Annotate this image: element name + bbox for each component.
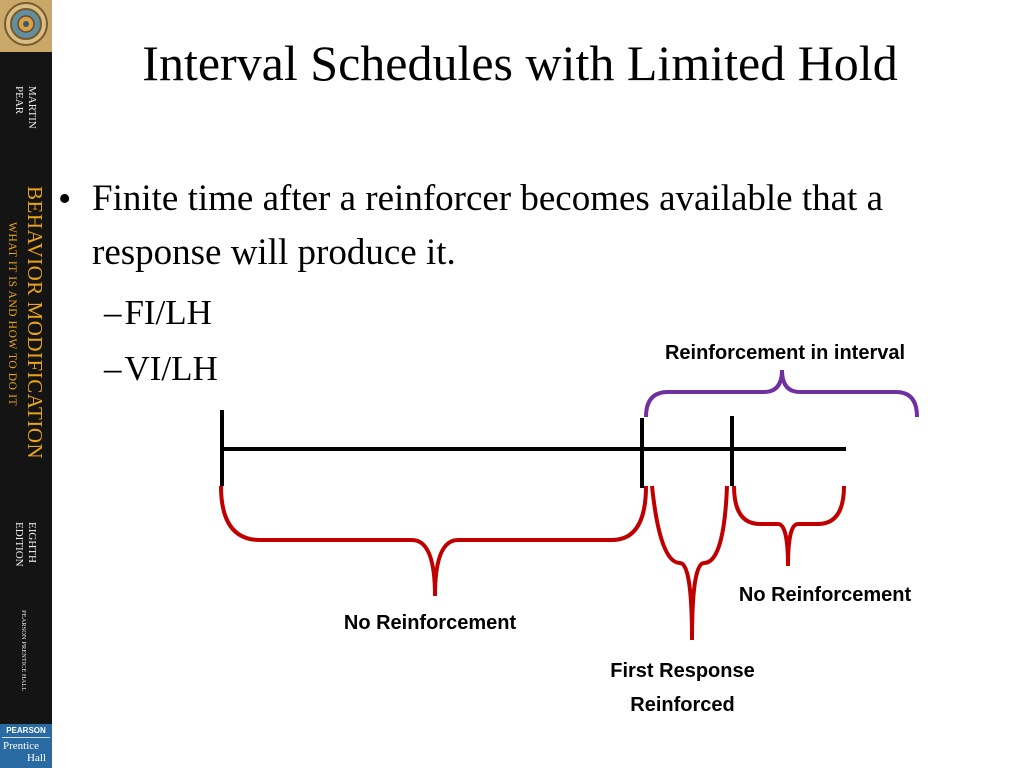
spine-edition: EIGHTH EDITION xyxy=(10,522,38,567)
sub-item-vi-lh: – VI/LH xyxy=(104,348,218,390)
sub-item-label: VI/LH xyxy=(124,349,218,388)
publisher-imprint-2: Hall xyxy=(27,752,46,764)
bullet-text: Finite time after a reinforcer becomes a… xyxy=(92,178,884,273)
publisher-imprint-1: Prentice xyxy=(3,740,40,752)
sub-item-fi-lh: – FI/LH xyxy=(104,292,212,334)
sub-item-marker: – xyxy=(104,349,122,388)
label-first-response-line-2: Reinforced xyxy=(630,694,735,716)
book-spine-sidebar: MARTIN PEAR BEHAVIOR MODIFICATION WHAT I… xyxy=(0,0,52,768)
label-first-response-reinforced: First Response Reinforced xyxy=(580,654,785,722)
publisher-logo-divider xyxy=(2,737,50,738)
label-first-response-line-1: First Response xyxy=(610,660,755,682)
label-reinforcement-in-interval: Reinforcement in interval xyxy=(664,342,906,364)
seal-emblem-icon xyxy=(4,2,48,46)
red-brace-no-reinforcement-right xyxy=(732,485,846,567)
publisher-logo: PEARSON Prentice Hall xyxy=(0,724,52,768)
publisher-name: PEARSON xyxy=(6,726,46,735)
label-no-reinforcement-right: No Reinforcement xyxy=(738,584,912,606)
seal-logo xyxy=(0,0,52,52)
label-no-reinforcement-left: No Reinforcement xyxy=(343,612,517,634)
spine-subtitle: WHAT IT IS AND HOW TO DO IT xyxy=(6,222,18,407)
spine-edition-line-2: EDITION xyxy=(13,522,25,567)
spine-author-2: PEAR xyxy=(13,86,25,115)
sub-item-marker: – xyxy=(104,293,122,332)
red-brace-first-response xyxy=(650,485,729,641)
spine-book-title: BEHAVIOR MODIFICATION xyxy=(23,186,47,460)
spine-edition-line-1: EIGHTH xyxy=(26,522,38,563)
bullet-marker: • xyxy=(58,178,72,220)
spine-imprint: PEARSON PRENTICE HALL xyxy=(20,610,27,692)
spine-authors: MARTIN PEAR xyxy=(10,86,38,129)
slide-title: Interval Schedules with Limited Hold xyxy=(142,35,898,91)
red-brace-no-reinforcement-left xyxy=(219,485,648,597)
timeline xyxy=(220,410,846,488)
sub-item-label: FI/LH xyxy=(124,293,212,332)
spine-author-1: MARTIN xyxy=(26,86,38,129)
purple-brace-reinforcement-in-interval xyxy=(644,369,919,418)
